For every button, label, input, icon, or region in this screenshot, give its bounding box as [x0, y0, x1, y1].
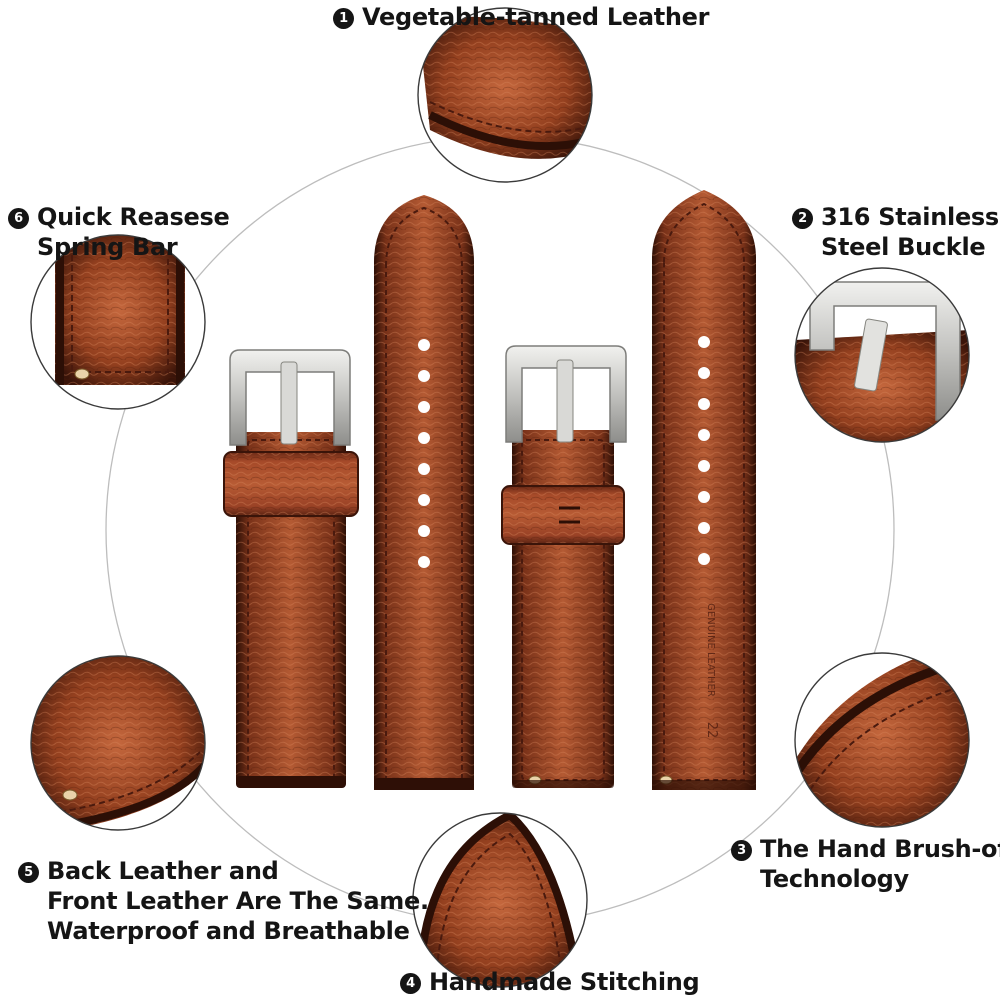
spring-bar-icon [74, 368, 90, 380]
detail-circle-brush-off [794, 652, 970, 828]
feature-label-6: 6 Quick Reasese Spring Bar [8, 202, 230, 262]
number-badge-icon: 2 [792, 208, 813, 229]
detail-circle-back-leather [30, 655, 206, 831]
detail-circle-buckle [794, 267, 970, 443]
spring-bar-icon [62, 789, 78, 801]
number-badge-icon: 6 [8, 208, 29, 229]
feature-6-line-2: Spring Bar [37, 233, 178, 261]
strap-size-text: 22 [704, 722, 719, 739]
detail-circle-stitching [412, 812, 588, 988]
feature-label-1: 1 Vegetable-tanned Leather [333, 2, 710, 32]
feature-5-line-3: Waterproof and Breathable [47, 917, 410, 945]
number-badge-icon: 3 [731, 840, 752, 861]
detail-circle-spring-bar [30, 234, 206, 410]
strap-buckle-right [501, 345, 627, 788]
detail-circle-leather [417, 7, 593, 183]
feature-3-line-2: Technology [760, 865, 909, 893]
strap-stamp-text: GENUINE LEATHER [705, 603, 716, 697]
strap-long-right: GENUINE LEATHER 22 [652, 190, 756, 790]
number-badge-icon: 4 [400, 973, 421, 994]
number-badge-icon: 1 [333, 8, 354, 29]
strap-buckle-left [223, 349, 359, 788]
feature-5-line-2: Front Leather Are The Same. [47, 887, 429, 915]
feature-6-line-1: Quick Reasese [37, 203, 230, 231]
strap-long-left [374, 195, 474, 790]
feature-3-line-1: The Hand Brush-off [760, 835, 1000, 863]
feature-label-2: 2 316 Stainless Steel Buckle [792, 202, 999, 262]
feature-1-line-1: Vegetable-tanned Leather [362, 3, 710, 31]
feature-2-line-1: 316 Stainless [821, 203, 999, 231]
feature-label-4: 4 Handmade Stitching [400, 967, 700, 997]
feature-4-line-1: Handmade Stitching [429, 968, 700, 996]
feature-5-line-1: Back Leather and [47, 857, 279, 885]
feature-2-line-2: Steel Buckle [821, 233, 986, 261]
feature-label-3: 3 The Hand Brush-off Technology [731, 834, 1000, 894]
feature-label-5: 5 Back Leather and Front Leather Are The … [18, 856, 429, 946]
number-badge-icon: 5 [18, 862, 39, 883]
